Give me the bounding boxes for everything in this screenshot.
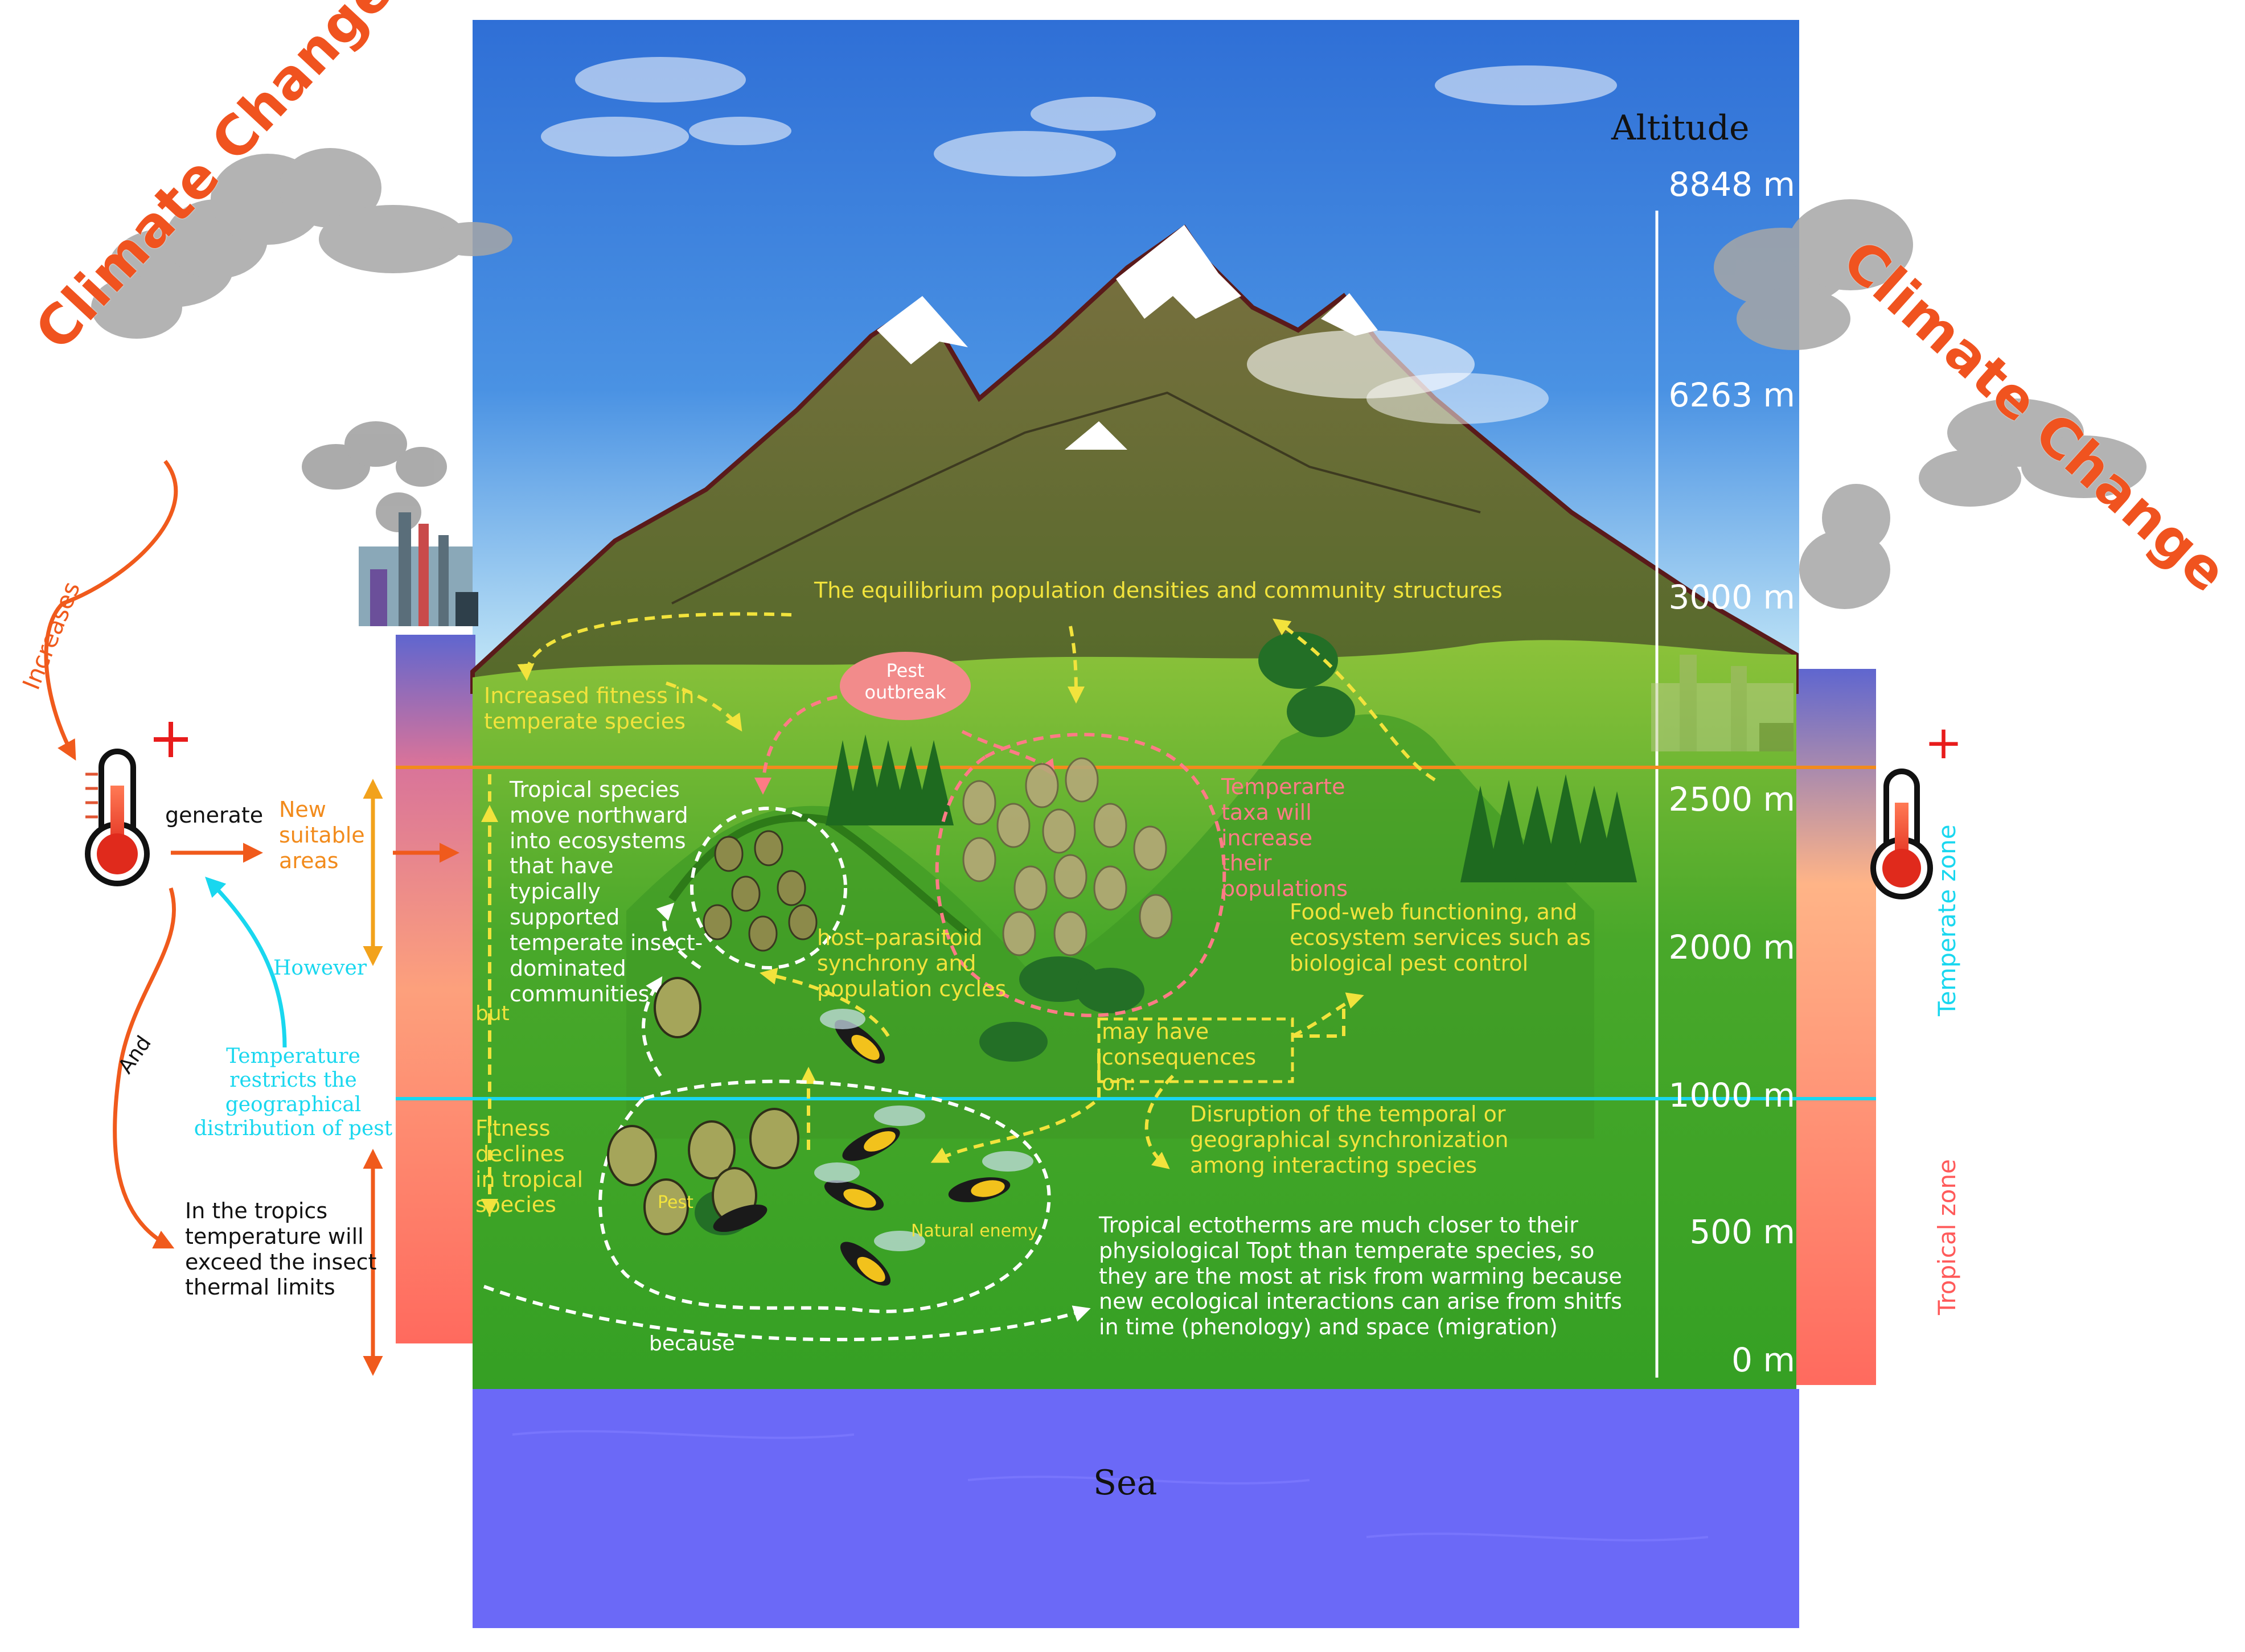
natural-enemy-label: Natural enemy [911,1221,1039,1241]
consequences-box [1097,1017,1294,1083]
smoke-cloud-icon [1714,199,2147,609]
altitude-0: 0 m [1731,1341,1795,1379]
disruption-label: Disruption of the temporal or geographic… [1190,1102,1509,1178]
beetle-icon [962,757,1173,956]
thermometer-icon [85,749,150,886]
increases-arrow [44,459,178,761]
temperate-zone-label: Temperate zone [1933,824,1961,1016]
altitude-2000: 2000 m [1668,928,1795,967]
smoke-cloud-icon [91,148,512,339]
tropical-ectotherms-label: Tropical ectotherms are much closer to t… [1099,1213,1622,1340]
pine-tree-icon [826,734,954,825]
factory-smoke [302,421,447,532]
mountains [470,224,1799,694]
pine-tree-icon [1460,774,1637,882]
pest-label: Pest [658,1193,693,1213]
but-label: but [475,1002,510,1025]
beetle-icon [703,830,818,952]
sea [473,1389,1799,1628]
wasp-icon [713,1009,1033,1286]
yellow-dashed-arrows [481,612,1436,1216]
fitness-declines-label: Fitness declines in tropical species [475,1116,584,1218]
may-have-label: may have consequences on: [1102,1019,1257,1095]
sea-label: Sea [1093,1463,1158,1503]
increased-fitness-label: Increased fitness in temperate species [484,683,695,734]
altitude-title: Altitude [1611,108,1750,148]
altitude-3000: 3000 m [1668,578,1795,617]
altitude-1000: 1000 m [1668,1076,1795,1115]
beetle-icon [607,977,799,1235]
plus-sign-left-v [169,722,173,757]
host-parasitoid-label: host–parasitoid synchrony and population… [817,925,1007,1001]
generate-label: generate [165,803,264,828]
sky-clouds [541,57,1617,176]
factory-icon [359,512,478,626]
thermometer-icon [1870,769,1933,899]
right-temperature-bar [1796,669,1876,1385]
factory-icon [1651,655,1793,751]
temperate-taxa-label: Temperarte taxa will increase their popu… [1221,774,1348,902]
however-label: However [273,956,367,980]
because-label: because [649,1332,735,1355]
altitude-500: 500 m [1689,1213,1795,1251]
white-dashed-arrows [483,807,1091,1342]
new-suitable-areas-label: New suitable areas [279,797,365,873]
altitude-8848: 8848 m [1668,165,1795,204]
tropics-thermal-limits-label: In the tropics temperature will exceed t… [185,1198,377,1300]
valley [473,640,1796,1389]
food-web-label: Food-web functioning, and ecosystem serv… [1290,899,1591,976]
equilibrium-label: The equilibrium population densities and… [814,578,1503,603]
altitude-6263: 6263 m [1668,376,1795,414]
altitude-2500: 2500 m [1668,780,1795,819]
however-arrow [205,877,287,1048]
pest-outbreak-label: Pest outbreak [864,660,946,703]
pest-outbreak-bubble [840,652,971,720]
and-arrow [113,887,176,1249]
tropical-zone-label: Tropical zone [1933,1159,1961,1315]
temperature-restricts-label: Temperature restricts the geographical d… [194,1045,393,1141]
tropical-move-label: Tropical species move northward into eco… [510,777,703,1006]
left-temperature-bar [396,635,475,1343]
plus-right: + [1924,716,1963,769]
sea-waves [512,1430,1709,1542]
